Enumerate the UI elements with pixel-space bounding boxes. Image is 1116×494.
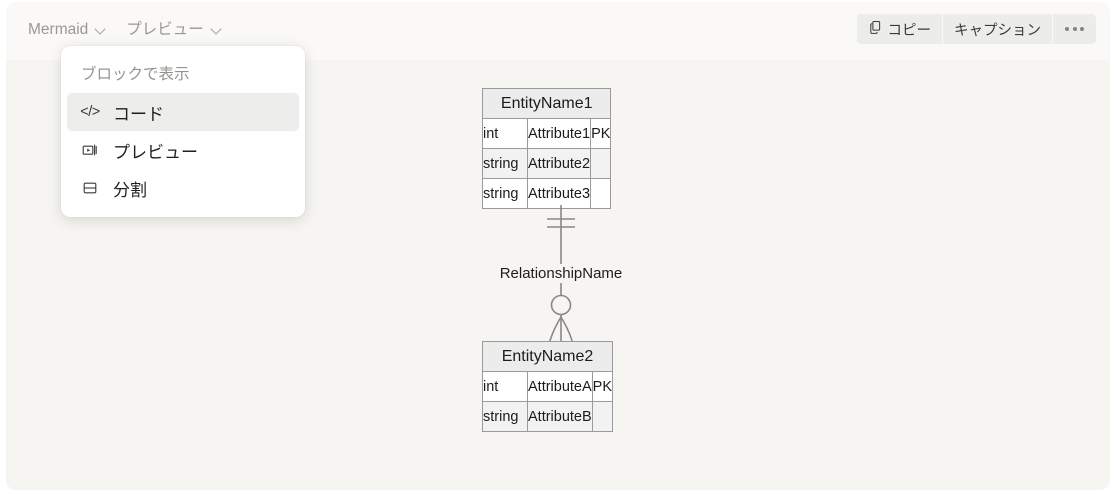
code-icon: </> <box>80 104 100 120</box>
attribute-key <box>590 148 612 179</box>
chevron-down-icon <box>211 24 222 35</box>
table-row: int Attribute1 PK <box>482 118 612 149</box>
table-row: string Attribute2 <box>482 148 612 179</box>
view-mode-menu: ブロックで表示 </> コード プレビュー <box>61 46 305 217</box>
menu-item-label: 分割 <box>113 180 147 200</box>
more-options-button[interactable] <box>1053 14 1096 44</box>
table-row: string Attribute3 <box>482 178 612 209</box>
entity-title: EntityName1 <box>481 88 612 119</box>
attribute-key: PK <box>590 118 612 149</box>
menu-item-preview[interactable]: プレビュー <box>67 131 299 169</box>
entity-title: EntityName2 <box>481 341 614 372</box>
attribute-key <box>590 178 612 209</box>
relationship-label: RelationshipName <box>482 264 640 283</box>
copy-label: コピー <box>887 22 932 39</box>
header-toolbar: コピー キャプション <box>856 14 1096 44</box>
chevron-down-icon <box>95 24 106 35</box>
copy-button[interactable]: コピー <box>856 14 943 44</box>
menu-item-label: コード <box>113 104 164 124</box>
entity-table-2: EntityName2 int AttributeA PK string Att… <box>481 341 614 432</box>
menu-item-split[interactable]: 分割 <box>67 169 299 207</box>
mermaid-block-card: Mermaid プレビュー コピー <box>6 2 1110 490</box>
attribute-type: string <box>482 178 528 209</box>
table-row: int AttributeA PK <box>482 371 614 402</box>
preview-icon <box>81 142 99 158</box>
attribute-key <box>591 401 614 432</box>
attribute-key: PK <box>591 371 614 402</box>
attribute-type: int <box>482 371 528 402</box>
split-icon <box>81 180 99 196</box>
copy-icon <box>868 20 883 39</box>
view-mode-label: プレビュー <box>126 21 204 38</box>
block-type-dropdown[interactable]: Mermaid <box>22 17 112 42</box>
attribute-name: Attribute3 <box>526 178 592 209</box>
attribute-name: AttributeB <box>527 401 593 432</box>
entity-table-1: EntityName1 int Attribute1 PK string Att… <box>481 88 612 209</box>
menu-item-label: プレビュー <box>113 142 198 162</box>
attribute-type: int <box>482 118 528 149</box>
caption-button[interactable]: キャプション <box>943 14 1053 44</box>
ellipsis-icon <box>1065 27 1084 31</box>
table-row: string AttributeB <box>482 401 614 432</box>
header-left-controls: Mermaid プレビュー <box>22 17 228 42</box>
menu-title: ブロックで表示 <box>81 66 190 83</box>
attribute-name: Attribute1 <box>526 118 592 149</box>
attribute-name: Attribute2 <box>526 148 592 179</box>
view-mode-dropdown[interactable]: プレビュー <box>120 17 228 42</box>
block-type-label: Mermaid <box>28 21 89 38</box>
attribute-type: string <box>482 401 528 432</box>
attribute-type: string <box>482 148 528 179</box>
caption-label: キャプション <box>954 22 1041 39</box>
attribute-name: AttributeA <box>527 371 593 402</box>
menu-item-code[interactable]: </> コード <box>67 93 299 131</box>
er-diagram-canvas: EntityName1 int Attribute1 PK string Att… <box>6 60 1110 490</box>
